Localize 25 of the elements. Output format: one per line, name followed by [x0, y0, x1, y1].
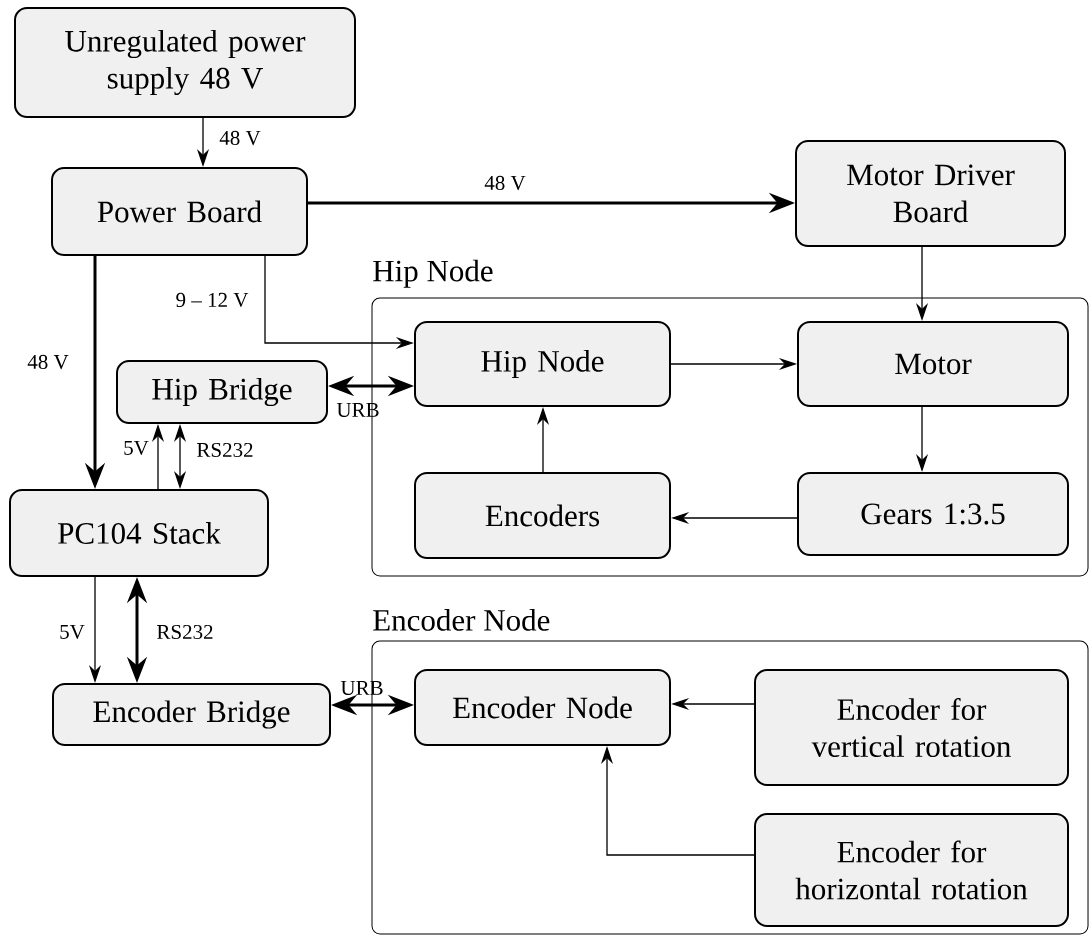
process-box: Unregulated power supply 48 V: [14, 7, 356, 118]
edge-label: URB: [340, 681, 383, 695]
process-box: Power Board: [51, 167, 308, 256]
edge-label: 9 – 12 V: [176, 292, 249, 308]
edge-label: RS232: [197, 442, 253, 458]
edge-label: 48 V: [27, 354, 69, 370]
process-box: Encoder for horizontal rotation: [754, 813, 1069, 927]
process-box: Motor Driver Board: [795, 140, 1066, 247]
edge-label: 5V: [60, 624, 85, 640]
edge-label: 48 V: [219, 130, 261, 146]
edge-label: RS232: [157, 624, 213, 640]
process-box: Encoders: [414, 472, 671, 559]
process-box: Encoder Node: [414, 669, 671, 746]
process-box: PC104 Stack: [9, 489, 269, 577]
process-box: Hip Node: [414, 321, 671, 407]
edge-label: 5V: [124, 440, 149, 455]
process-box: Encoder Bridge: [52, 683, 331, 746]
node-label: Hip Node: [373, 259, 493, 288]
process-box: Hip Bridge: [116, 360, 328, 424]
process-box: Encoder for vertical rotation: [754, 669, 1069, 786]
node-label: Encoder Node: [373, 608, 550, 631]
process-box: Gears 1:3.5: [797, 472, 1069, 556]
edge-label: 48 V: [484, 175, 526, 191]
process-box: Motor: [797, 321, 1069, 407]
edge-label: URB: [336, 403, 379, 417]
